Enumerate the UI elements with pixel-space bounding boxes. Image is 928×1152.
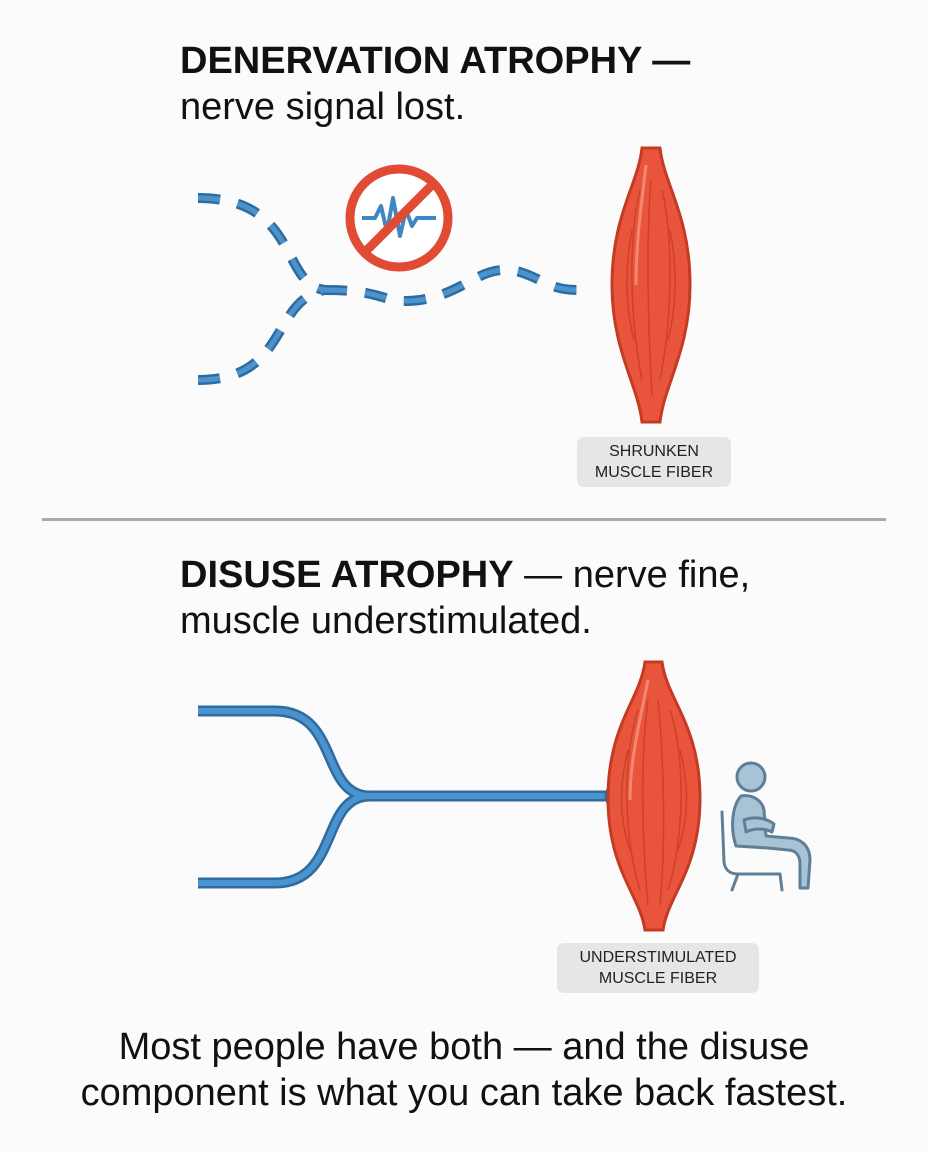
intact-nerve-icon <box>198 705 632 889</box>
shrunken-muscle-fiber-icon <box>610 146 692 424</box>
bottom-label-line2: MUSCLE FIBER <box>598 970 718 987</box>
understimulated-muscle-fiber-label: UNDERSTIMULATED MUSCLE FIBER <box>557 943 759 993</box>
understimulated-muscle-fiber-icon <box>606 660 702 932</box>
top-label-line1: SHRUNKEN <box>609 443 699 460</box>
bottom-label-line1: UNDERSTIMULATED <box>579 949 737 966</box>
bottom-panel-heading: DISUSE ATROPHY — nerve fine, muscle unde… <box>180 552 800 644</box>
bottom-heading-bold: DISUSE ATROPHY <box>180 554 514 596</box>
shrunken-muscle-fiber-label: SHRUNKEN MUSCLE FIBER <box>577 437 731 487</box>
top-panel-heading: DENERVATION ATROPHY —nerve signal lost. <box>180 38 820 130</box>
summary-caption: Most people have both — and the disuse c… <box>80 1026 848 1114</box>
seated-person-icon <box>720 761 812 892</box>
panel-divider <box>42 518 886 521</box>
top-label-line2: MUSCLE FIBER <box>594 464 714 481</box>
top-heading-bold: DENERVATION ATROPHY — <box>180 40 691 82</box>
no-signal-icon <box>345 164 453 272</box>
top-heading-rest: nerve signal lost. <box>180 86 466 128</box>
bottom-heading-rest: — nerve fine, muscle understimulated. <box>180 554 751 642</box>
broken-nerve-icon <box>197 193 579 385</box>
